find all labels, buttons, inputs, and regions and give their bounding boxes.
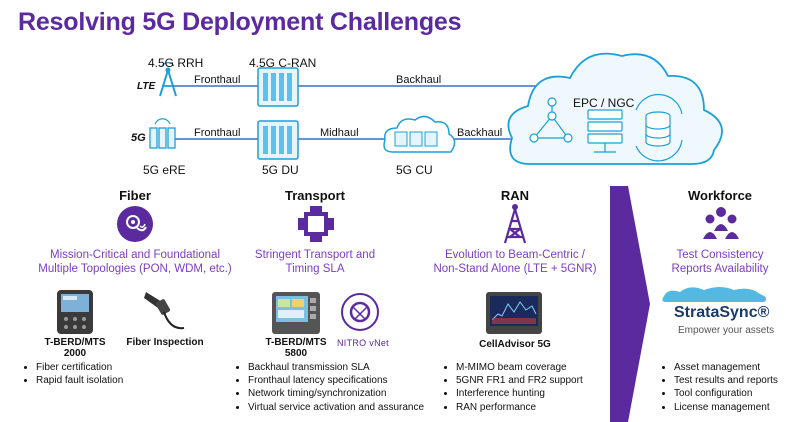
fiber-inspection-probe-icon xyxy=(144,292,185,330)
core-label: EPC / NGC xyxy=(573,96,635,110)
stratasync-cloud-icon xyxy=(662,287,767,302)
list-item: Interference hunting xyxy=(456,387,583,400)
list-item: Rapid fault isolation xyxy=(36,374,123,387)
workforce-title: Workforce xyxy=(687,188,753,203)
celladvisor-label: CellAdvisor 5G xyxy=(479,339,551,350)
fronthaul-top-label: Fronthaul xyxy=(194,74,241,86)
ere-label: 5G eRE xyxy=(143,163,186,177)
list-item: RAN performance xyxy=(456,401,583,414)
list-item: License management xyxy=(674,401,778,414)
cran-server-icon xyxy=(257,67,299,107)
fiber-inspection-label: Fiber Inspection xyxy=(126,337,204,348)
list-item: Fiber certification xyxy=(36,361,123,374)
du-label: 5G DU xyxy=(262,163,299,177)
list-item: Backhaul transmission SLA xyxy=(248,361,424,374)
core-cloud-icon xyxy=(507,52,723,165)
workforce-bullets: Asset management Test results and report… xyxy=(662,361,778,414)
tberd-2000-device-icon xyxy=(57,290,93,334)
midhaul-label: Midhaul xyxy=(320,127,359,139)
ran-title: RAN xyxy=(500,188,530,203)
backhaul-bottom-label: Backhaul xyxy=(457,127,503,139)
cu-label: 5G CU xyxy=(396,163,433,177)
fiber-title: Fiber xyxy=(119,188,151,203)
fronthaul-bottom-label: Fronthaul xyxy=(194,127,241,139)
ran-bullets: M-MIMO beam coverage 5GNR FR1 and FR2 su… xyxy=(444,361,583,414)
ran-desc: Evolution to Beam-Centric / Non-Stand Al… xyxy=(433,249,597,275)
list-item: M-MIMO beam coverage xyxy=(456,361,583,374)
celladvisor-device-icon xyxy=(486,292,542,334)
list-item: Network timing/synchronization xyxy=(248,387,424,400)
list-item: Test results and reports xyxy=(674,374,778,387)
list-item: Asset management xyxy=(674,361,778,374)
list-item: Tool configuration xyxy=(674,387,778,400)
tberd-2000-label: T-BERD/MTS 2000 xyxy=(44,337,106,359)
stratasync-tagline: Empower your assets xyxy=(678,325,775,336)
tower-icon xyxy=(503,204,527,244)
rrh-label: 4.5G RRH xyxy=(148,56,204,70)
nitro-vnet-logo-icon xyxy=(341,293,379,331)
list-item: Fronthaul latency specifications xyxy=(248,374,424,387)
ere-antenna-icon xyxy=(149,118,176,149)
progression-arrow-icon xyxy=(610,186,650,422)
du-server-icon xyxy=(257,120,299,160)
badge-5g: 5G xyxy=(131,132,146,144)
transport-icon xyxy=(298,206,334,242)
cu-cloud-icon xyxy=(383,115,456,153)
transport-title: Transport xyxy=(285,188,345,203)
fiber-icon xyxy=(117,206,153,242)
transport-bullets: Backhaul transmission SLA Fronthaul late… xyxy=(236,361,424,414)
fiber-desc: Mission-Critical and Foundational Multip… xyxy=(38,249,232,275)
fiber-bullets: Fiber certification Rapid fault isolatio… xyxy=(24,361,123,387)
tberd-5800-label: T-BERD/MTS 5800 xyxy=(265,337,327,359)
people-icon xyxy=(703,207,739,239)
backhaul-top-label: Backhaul xyxy=(396,74,442,86)
lte-badge: LTE xyxy=(137,81,156,92)
cran-label: 4.5G C-RAN xyxy=(249,56,317,70)
network-diagram xyxy=(149,52,723,165)
page-title: Resolving 5G Deployment Challenges xyxy=(18,8,462,36)
list-item: Virtual service activation and assurance xyxy=(248,401,424,414)
stratasync-logo: StrataSync® xyxy=(674,304,770,321)
rrh-antenna-icon xyxy=(159,62,177,97)
workforce-desc: Test Consistency Reports Availability xyxy=(671,249,769,275)
list-item: 5GNR FR1 and FR2 support xyxy=(456,374,583,387)
tberd-5800-device-icon xyxy=(272,292,320,334)
transport-desc: Stringent Transport and Timing SLA xyxy=(254,249,376,275)
nitro-vnet-label: NITRO vNet xyxy=(336,338,389,348)
